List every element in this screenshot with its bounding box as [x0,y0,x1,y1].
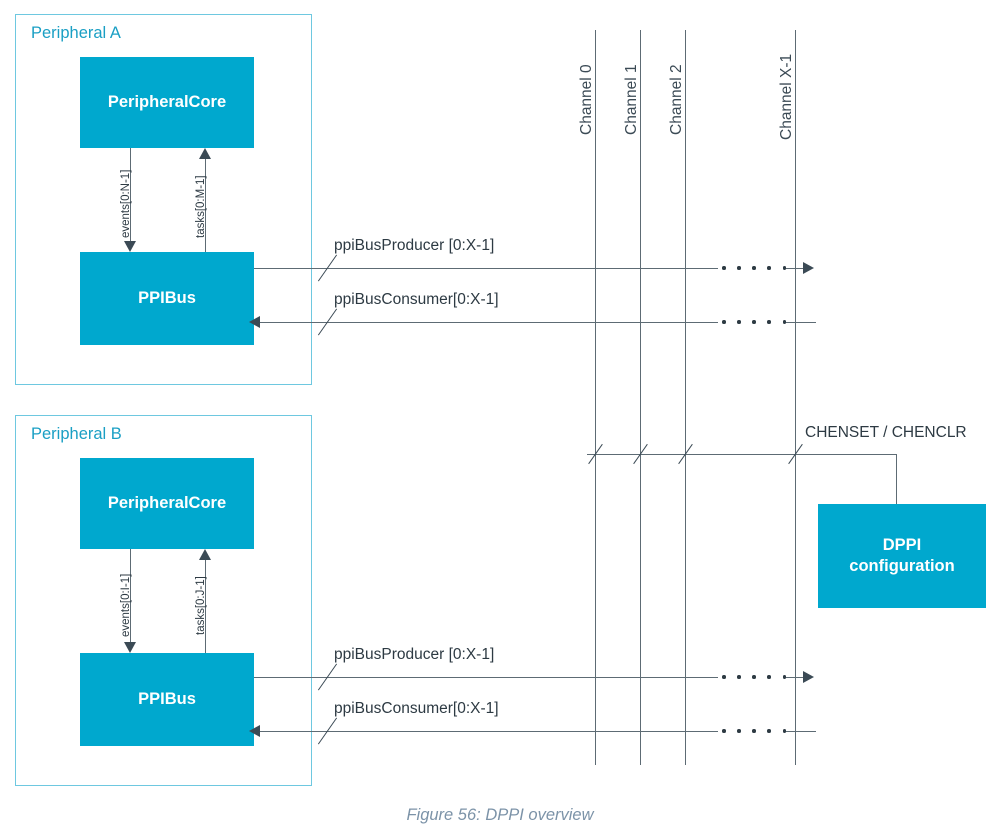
chenset-drop-line [896,454,897,504]
peripheral-b-producer-line [254,677,718,678]
peripheral-b-tasks-arrowhead [199,549,211,560]
peripheral-b-tasks-line [205,558,206,653]
channel-label-0: Channel 0 [578,64,595,135]
peripheral-a-title: Peripheral A [31,24,121,42]
channel-line-x-1 [795,30,796,765]
dppi-configuration-line-1: DPPI [882,536,922,555]
peripheral-b-title: Peripheral B [31,425,122,443]
peripheral-a-consumer-line-tail [786,322,816,323]
peripheral-a-tasks-arrowhead [199,148,211,159]
peripheral-b-consumer-label: ppiBusConsumer[0:X-1] [334,700,499,717]
peripheral-b-events-label: events[0:I-1] [120,573,132,637]
dppi-configuration-line-2: configuration [849,557,955,575]
peripheral-b-ppibus-block: PPIBus [80,653,254,746]
peripheral-a-core-label: PeripheralCore [107,93,227,112]
peripheral-b-producer-line-tail [786,677,805,678]
peripheral-a-producer-arrowhead [803,262,814,274]
peripheral-a-core-block: PeripheralCore [80,57,254,148]
peripheral-a-events-arrowhead [124,241,136,252]
channel-label-1: Channel 1 [623,64,640,135]
peripheral-a-tasks-label: tasks[0:M-1] [195,175,207,238]
peripheral-a-tasks-line [205,157,206,252]
dppi-configuration-block: DPPI configuration [818,504,986,608]
peripheral-a-producer-label: ppiBusProducer [0:X-1] [334,237,495,254]
peripheral-b-ppibus-label: PPIBus [138,690,196,709]
channel-line-1 [640,30,641,765]
peripheral-b-core-block: PeripheralCore [80,458,254,549]
chenset-line [587,454,897,455]
peripheral-b-consumer-ellipsis [722,729,786,733]
peripheral-b-producer-arrowhead [803,671,814,683]
peripheral-a-ppibus-block: PPIBus [80,252,254,345]
peripheral-b-consumer-arrowhead [249,725,260,737]
peripheral-a-producer-line [254,268,718,269]
peripheral-a-producer-line-tail [786,268,805,269]
peripheral-a-consumer-label: ppiBusConsumer[0:X-1] [334,291,499,308]
peripheral-b-producer-label: ppiBusProducer [0:X-1] [334,646,495,663]
chenset-chenclr-label: CHENSET / CHENCLR [805,424,967,441]
peripheral-b-events-arrowhead [124,642,136,653]
peripheral-a-consumer-line [254,322,718,323]
peripheral-a-ppibus-label: PPIBus [138,289,196,308]
channel-line-2 [685,30,686,765]
peripheral-b-consumer-line [254,731,718,732]
channel-label-x-1: Channel X-1 [778,53,795,140]
peripheral-a-events-label: events[0:N-1] [120,169,132,238]
channel-line-0 [595,30,596,765]
figure-caption: Figure 56: DPPI overview [406,806,594,824]
peripheral-b-consumer-line-tail [786,731,816,732]
peripheral-b-producer-ellipsis [722,675,786,679]
peripheral-b-core-label: PeripheralCore [107,494,227,513]
channel-label-2: Channel 2 [668,64,685,135]
peripheral-a-consumer-ellipsis [722,320,786,324]
peripheral-a-producer-ellipsis [722,266,786,270]
peripheral-a-events-line [130,148,131,243]
peripheral-b-events-line [130,549,131,644]
peripheral-b-tasks-label: tasks[0:J-1] [195,576,207,635]
peripheral-a-consumer-arrowhead [249,316,260,328]
